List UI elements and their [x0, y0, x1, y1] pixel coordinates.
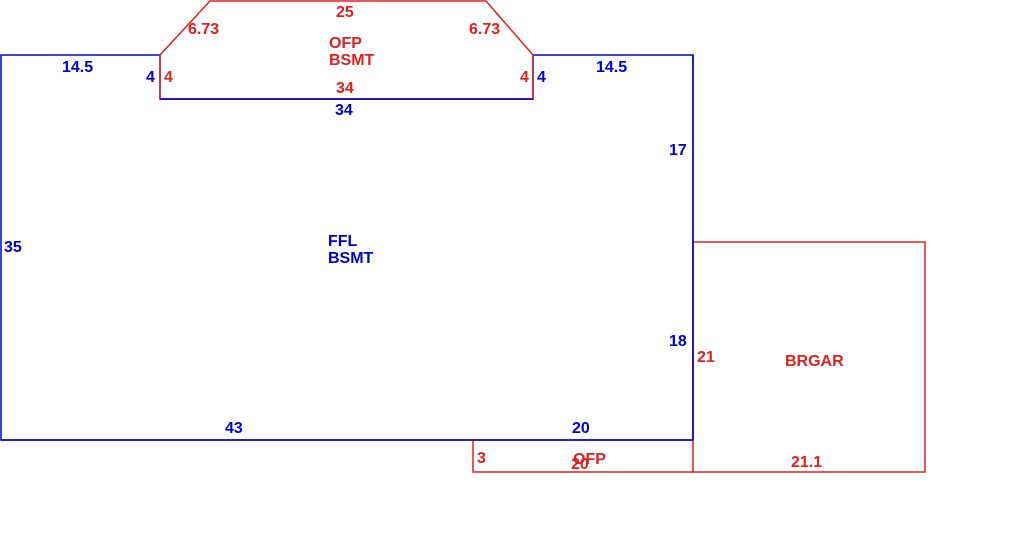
- main-dim-porch-side: 34: [335, 102, 353, 119]
- garage-dim-left: 21: [697, 349, 715, 366]
- main-dim-bottom-right: 20: [572, 420, 590, 437]
- top-porch-dim-side-left: 4: [164, 69, 173, 86]
- main-area-name-line1: FFL: [328, 233, 358, 250]
- main-dim-step-right: 4: [537, 69, 546, 86]
- main-dim-left: 35: [4, 239, 22, 256]
- main-area-name-line2: BSMT: [328, 250, 374, 267]
- main-dim-step-left: 4: [146, 69, 155, 86]
- main-dim-right-lower: 18: [669, 333, 687, 350]
- top-porch-dim-diag-right: 6.73: [469, 21, 500, 38]
- garage-name: BRGAR: [785, 353, 844, 370]
- main-dim-right-upper: 17: [669, 142, 687, 159]
- bottom-porch-outline: [472, 440, 693, 473]
- garage-dim-bottom: 21.1: [791, 454, 822, 471]
- main-dim-top-left: 14.5: [62, 59, 93, 76]
- top-porch-name-line1: OFP: [329, 35, 362, 52]
- top-porch-name-line2: BSMT: [329, 52, 375, 69]
- top-porch-dim-diag-left: 6.73: [188, 21, 219, 38]
- top-porch-dim-bottom: 34: [336, 80, 354, 97]
- top-porch-dim-top: 25: [336, 4, 354, 21]
- top-porch-dim-side-right: 4: [520, 69, 529, 86]
- bottom-porch-name: OFP: [573, 451, 606, 468]
- main-dim-bottom-left: 43: [225, 420, 243, 437]
- main-dim-top-right: 14.5: [596, 59, 627, 76]
- bottom-porch-dim-bottom: 20: [571, 456, 589, 473]
- bottom-porch-dim-left: 3: [477, 450, 486, 467]
